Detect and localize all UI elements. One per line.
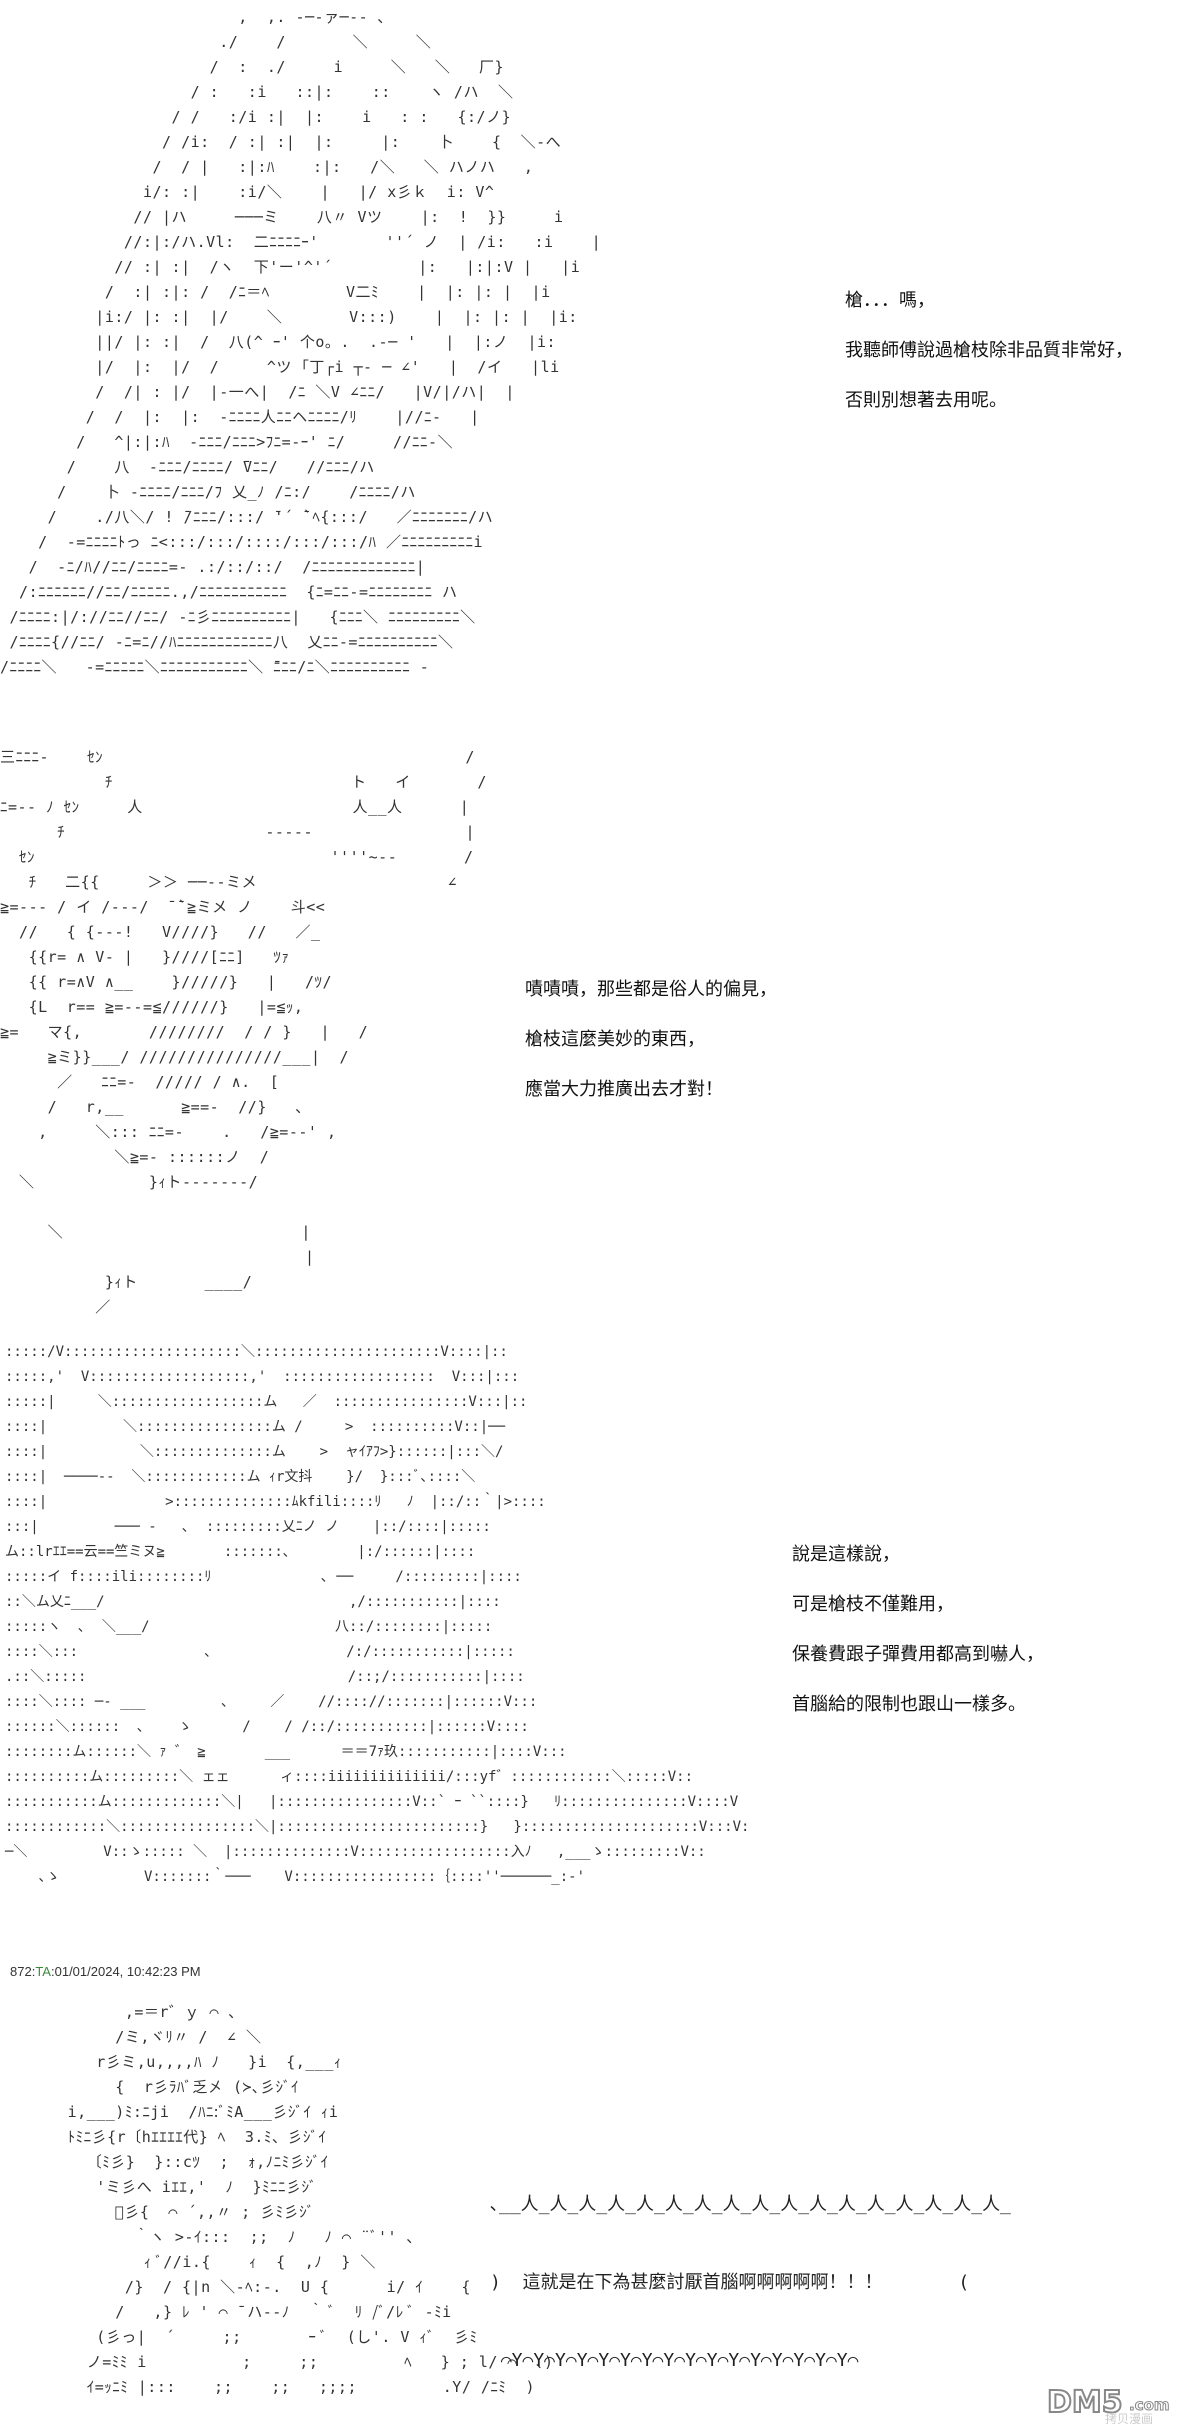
ascii-art-panel-1: , ,. -─‐ァ─‐- ､ ./ / ＼ ＼ / : ./ i ＼ ＼ 厂} … — [0, 8, 602, 676]
separator: : — [31, 1964, 36, 1979]
ascii-art-panel-3: :::::/V:::::::::::::::::::::＼:::::::::::… — [5, 1344, 750, 1885]
shout-top-wave: ､__人_人_人_人_人_人_人_人_人_人_人_人_人_人_人_人_人_ — [490, 2194, 1011, 2215]
dialogue-line: 槍．．．嗎， — [845, 290, 935, 311]
shout-text: 這就是在下為甚麼討厭首腦啊啊啊啊啊！！！ — [522, 2272, 883, 2293]
ascii-art-panel-2: 三ﾆﾆﾆ- ｾﾝ / ﾁ ト イ / ﾆ=-- ﾉ ｾﾝ 人 人__人 | ﾁ … — [0, 748, 487, 1316]
dialogue-line: 我聽師傅說過槍枝除非品質非常好， — [845, 340, 1133, 361]
dialogue-line: 說是這樣說， — [792, 1544, 900, 1565]
dialogue-line: 否則別想著去用呢。 — [845, 390, 1007, 411]
dialogue-line: 保養費跟子彈費用都高到嚇人， — [792, 1644, 1044, 1665]
ascii-art-final: ,=＝r゛ｙ ⌒ ､ /ミ,ヾﾘ〃 / ∠ ＼ r彡ミ,u,,,,ﾊ ﾉ }i … — [67, 2003, 554, 2396]
svg-text:拷贝漫画: 拷贝漫画 — [1105, 2411, 1153, 2424]
dialogue-line: 嘖嘖嘖，那些都是俗人的偏見， — [525, 979, 777, 1000]
dialogue-line: 可是槍枝不僅難用， — [792, 1594, 954, 1615]
dialogue-line: 槍枝這麼美妙的東西， — [525, 1029, 705, 1050]
dm5-watermark-logo: DM5 .com 拷贝漫画 — [1045, 2380, 1195, 2426]
svg-text:.com: .com — [1129, 2396, 1170, 2414]
separator: : — [50, 1964, 55, 1979]
svg-text:DM5: DM5 — [1047, 2385, 1123, 2420]
post-timestamp: 01/01/2024, 10:42:23 PM — [54, 1964, 201, 1979]
dm5-logo-icon: DM5 .com 拷贝漫画 — [1046, 2384, 1170, 2426]
dialogue-panel-3: 說是這樣說， 可是槍枝不僅難用， 保養費跟子彈費用都高到嚇人， 首腦給的限制也跟… — [792, 1530, 1044, 1730]
dialogue-line: 首腦給的限制也跟山一樣多。 — [792, 1694, 1026, 1715]
post-author: TA — [35, 1964, 51, 1979]
dialogue-line: 應當大力推廣出去才對！ — [525, 1079, 723, 1100]
dialogue-panel-1: 槍．．．嗎， 我聽師傅說過槍枝除非品質非常好， 否則別想著去用呢。 — [845, 276, 1133, 426]
shout-bubble: ､__人_人_人_人_人_人_人_人_人_人_人_人_人_人_人_人_人_ ) … — [490, 2140, 1011, 2400]
post-number: 872 — [10, 1964, 32, 1979]
shout-close: ( — [958, 2272, 970, 2293]
shout-bottom-wave: ⌒Y⌒Y⌒Y⌒Y⌒Y⌒Y⌒Y⌒Y⌒Y⌒Y⌒Y⌒Y⌒Y⌒Y⌒Y⌒Y⌒ — [490, 2350, 859, 2371]
dialogue-panel-2: 嘖嘖嘖，那些都是俗人的偏見， 槍枝這麼美妙的東西， 應當大力推廣出去才對！ — [525, 965, 777, 1115]
post-header: 872:TA:01/01/2024, 10:42:23 PM — [10, 1964, 201, 1979]
shout-open: ) — [490, 2272, 501, 2293]
shout-line: ) 這就是在下為甚麼討厭首腦啊啊啊啊啊！！！ ( — [490, 2270, 1011, 2296]
